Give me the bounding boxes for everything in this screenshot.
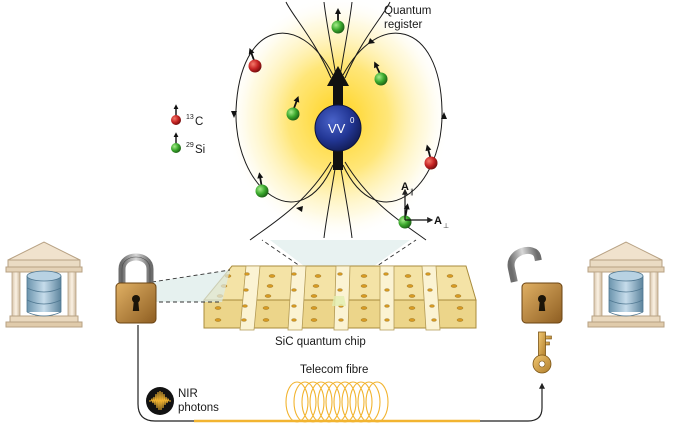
c-spin — [245, 46, 262, 73]
key-icon — [532, 331, 552, 374]
si-spin — [398, 201, 412, 229]
si-spin — [286, 94, 303, 121]
si-spin — [370, 59, 388, 86]
isotope-legend: 13 C 29 Si — [171, 103, 205, 156]
legend-c-label: C — [195, 116, 203, 128]
lock-closed-icon — [115, 253, 157, 324]
hyperfine-axes: A ∥ A ⊥ — [401, 181, 449, 230]
quantum-register-label-line2: register — [384, 19, 423, 31]
lock-projection — [151, 269, 231, 303]
si-spin — [331, 7, 345, 34]
c-spin — [423, 142, 438, 170]
nuclear-spins — [245, 7, 438, 229]
legend-si-mass: 29 — [186, 142, 194, 149]
building-icon — [587, 241, 665, 328]
a-parallel-subscript: ∥ — [410, 188, 414, 196]
legend-c-mass: 13 — [186, 114, 194, 121]
nir-label-line2: photons — [178, 402, 219, 414]
field-lines — [235, 1, 443, 241]
a-parallel-label: A — [401, 181, 409, 193]
vv0-superscript: 0 — [350, 116, 355, 125]
vv0-defect: VV 0 — [314, 66, 362, 170]
quantum-register-label-line1: Quantum — [384, 5, 431, 17]
field-arrows — [231, 38, 447, 212]
a-perp-subscript: ⊥ — [443, 223, 449, 230]
building-icon — [5, 241, 83, 328]
sic-chip — [202, 265, 477, 331]
legend-si-spin — [171, 131, 181, 153]
legend-si-label: Si — [195, 144, 205, 156]
photon-wave-icon — [146, 387, 174, 415]
a-perp-label: A — [434, 215, 442, 227]
fibre-coil — [285, 381, 389, 423]
si-spin — [255, 170, 269, 198]
nir-label-line1: NIR — [178, 388, 198, 400]
chip-label: SiC quantum chip — [275, 336, 366, 348]
communication-path — [137, 325, 545, 423]
fibre-label: Telecom fibre — [300, 364, 368, 376]
vv0-label: VV — [328, 121, 346, 136]
legend-c-spin — [171, 103, 181, 125]
lock-open-icon — [507, 246, 563, 324]
